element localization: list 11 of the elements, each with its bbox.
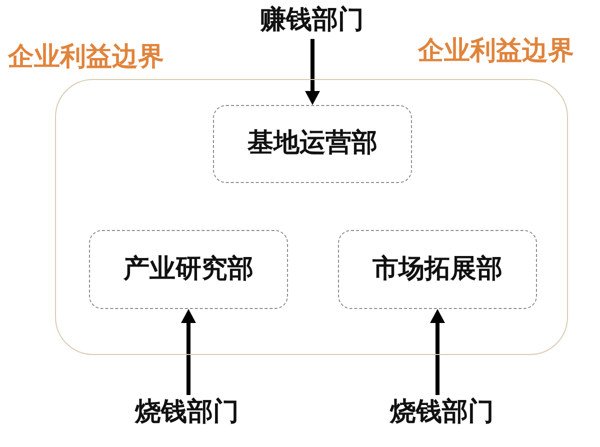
boundary-label: 企业利益边界 xyxy=(418,37,574,67)
department-label: 烧钱部门 xyxy=(135,398,239,428)
department-label: 赚钱部门 xyxy=(260,6,364,36)
arrow xyxy=(306,38,320,105)
department-box: 基地运营部 xyxy=(213,105,412,183)
arrow xyxy=(430,309,444,396)
department-box: 产业研究部 xyxy=(89,230,288,309)
arrow xyxy=(182,309,196,396)
boundary-label: 企业利益边界 xyxy=(8,43,164,73)
department-label: 烧钱部门 xyxy=(390,398,494,428)
department-box: 市场拓展部 xyxy=(338,230,537,309)
